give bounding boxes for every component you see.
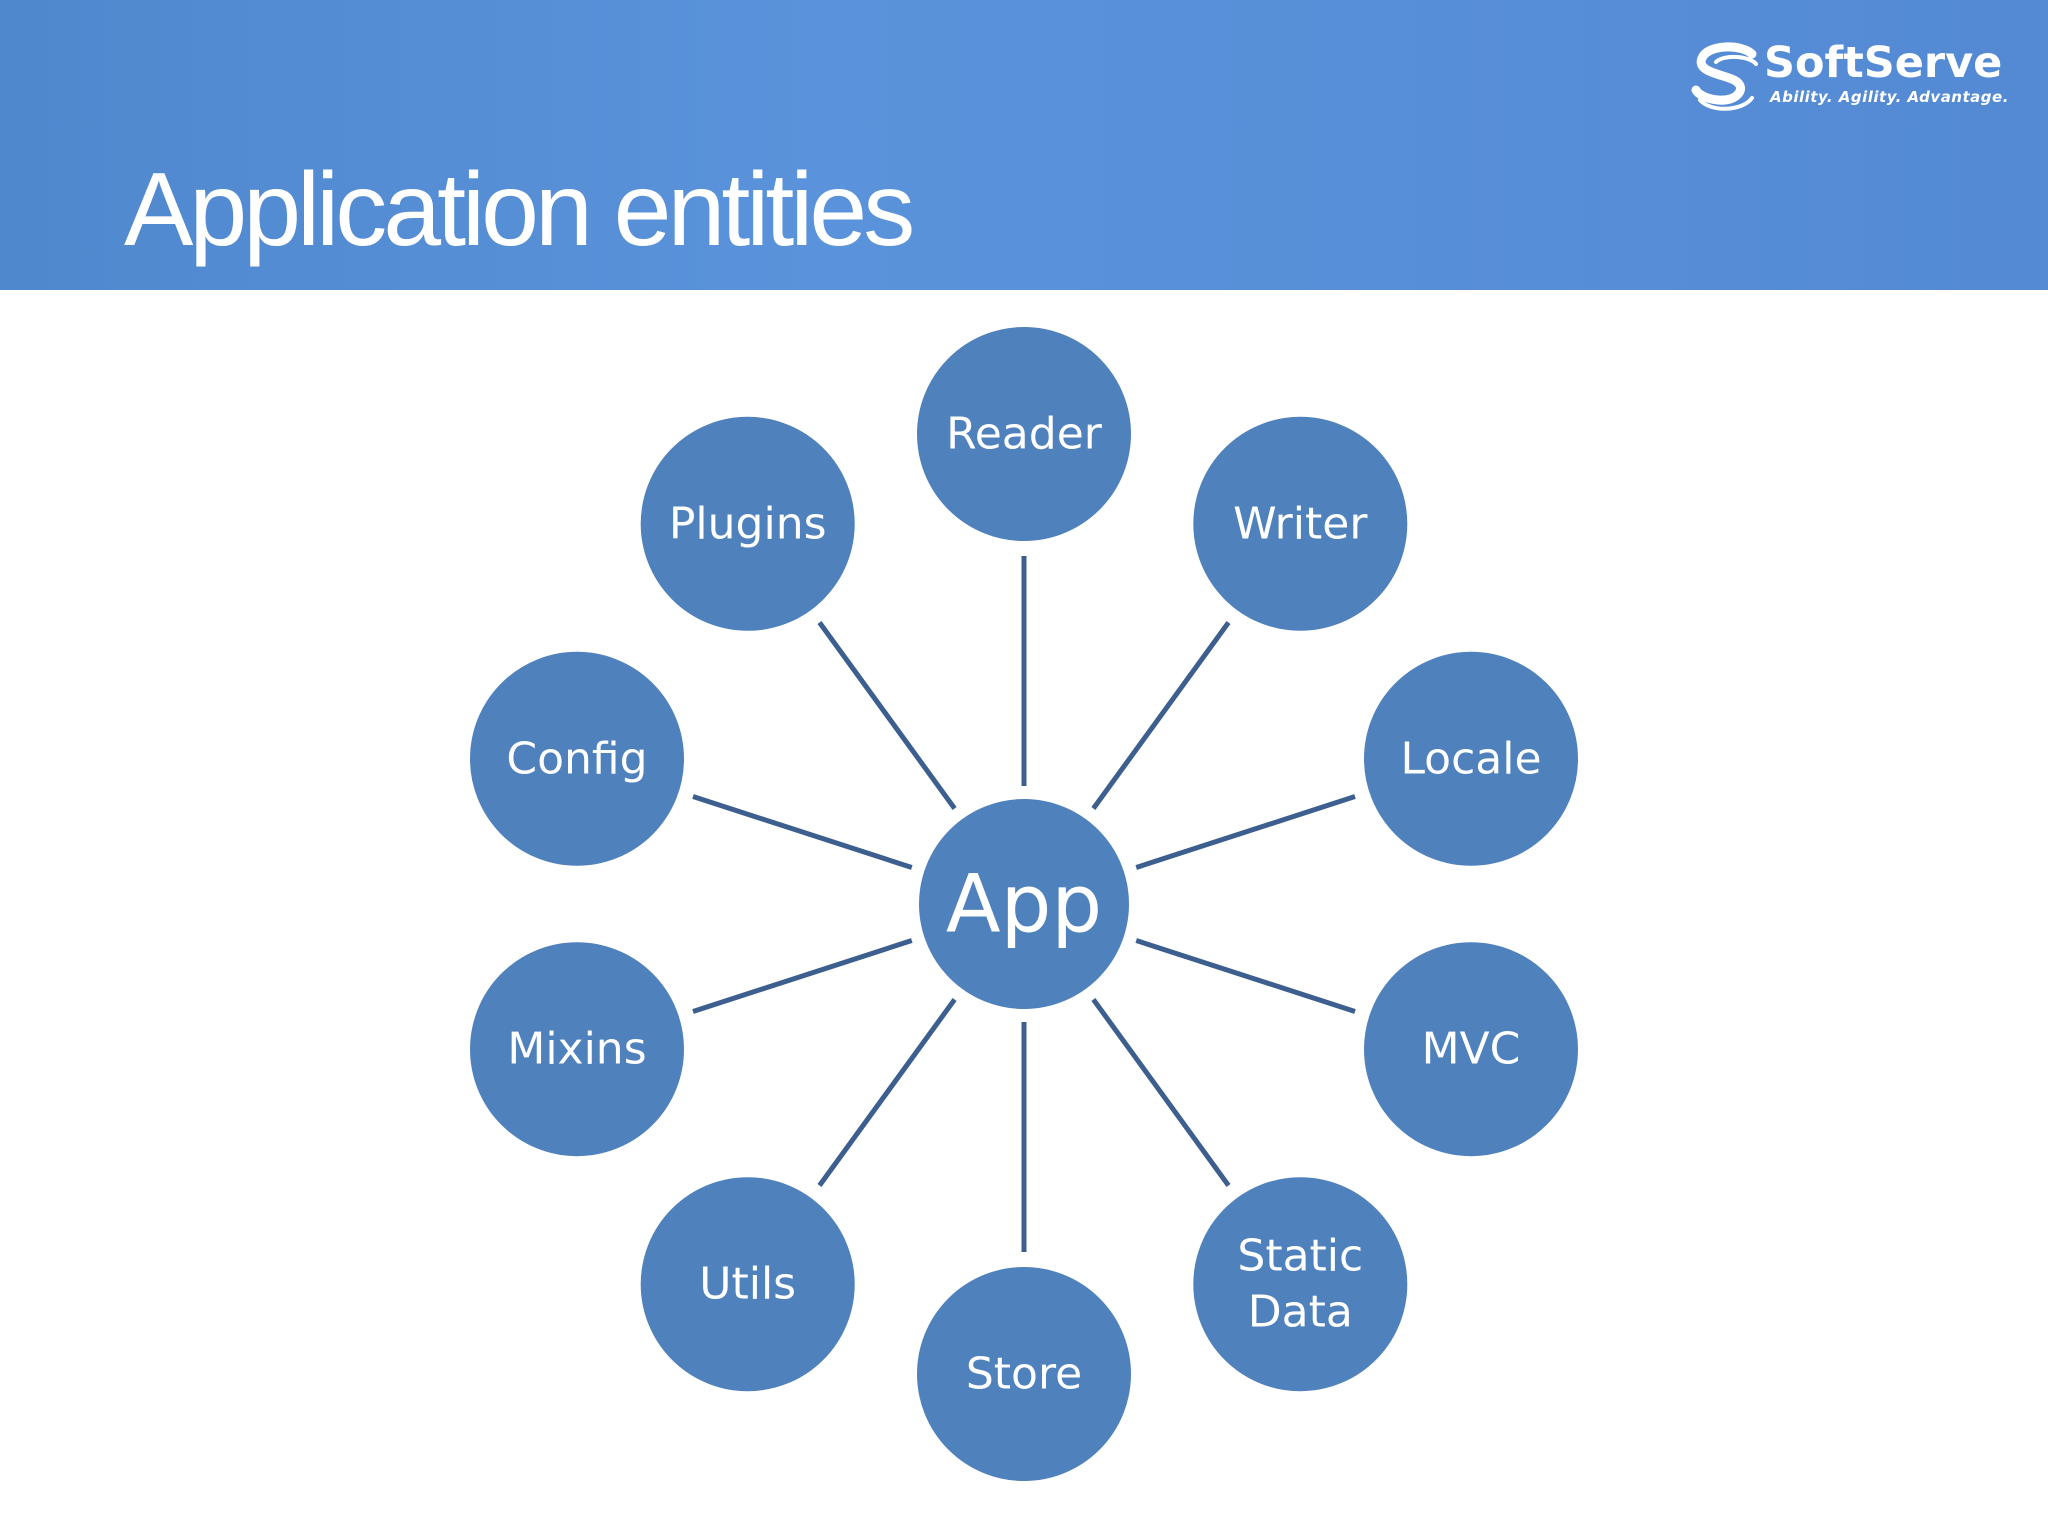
logo-wordmark: SoftServe — [1764, 38, 2003, 88]
node-locale: Locale — [1358, 645, 1584, 872]
node-writer: Writer — [1187, 410, 1414, 637]
connector-plugins — [817, 621, 957, 810]
node-circle-store — [911, 1261, 1137, 1487]
node-label-static-data: Data — [1248, 1287, 1353, 1338]
hub-label: App — [946, 858, 1102, 951]
node-store: Store — [911, 1261, 1137, 1487]
header-banner: Application entities SoftServe Ability. … — [0, 0, 2048, 290]
connector-mvc — [1135, 938, 1356, 1014]
node-label-mixins: Mixins — [507, 1024, 646, 1075]
node-label-utils: Utils — [699, 1259, 796, 1310]
hub-circle — [913, 793, 1135, 1015]
node-hub-app: App — [913, 793, 1135, 1015]
node-label-reader: Reader — [946, 409, 1103, 460]
node-utils: Utils — [634, 1171, 861, 1398]
node-plugins: Plugins — [634, 410, 861, 637]
connector-writer — [1091, 621, 1231, 810]
node-reader: Reader — [911, 321, 1137, 547]
node-circle-plugins — [634, 410, 861, 637]
node-mixins: Mixins — [464, 936, 690, 1163]
node-label-writer: Writer — [1233, 498, 1368, 549]
logo-tagline: Ability. Agility. Advantage. — [1770, 88, 2009, 106]
node-mvc: MVC — [1358, 936, 1584, 1163]
node-circle-mixins — [464, 936, 690, 1163]
node-circle-utils — [634, 1171, 861, 1398]
node-label-plugins: Plugins — [669, 498, 827, 549]
softserve-logo: SoftServe Ability. Agility. Advantage. — [1690, 38, 2008, 118]
node-circle-writer — [1187, 410, 1414, 637]
connector-utils — [817, 998, 957, 1187]
node-label-config: Config — [506, 733, 647, 784]
node-label-static-data: Static — [1237, 1231, 1363, 1282]
connector-mixins — [692, 938, 913, 1014]
node-circle-static-data — [1187, 1171, 1414, 1398]
node-label-store: Store — [966, 1349, 1082, 1400]
node-label-locale: Locale — [1400, 733, 1541, 784]
node-label-mvc: MVC — [1422, 1024, 1521, 1075]
connector-config — [692, 794, 913, 870]
node-circle-reader — [911, 321, 1137, 547]
node-circle-locale — [1358, 645, 1584, 872]
softserve-s-logo-icon — [1691, 42, 1758, 111]
connector-static-data — [1091, 998, 1231, 1187]
node-circle-mvc — [1358, 936, 1584, 1163]
node-circle-config — [464, 645, 690, 872]
connectors — [692, 556, 1356, 1252]
node-config: Config — [464, 645, 690, 872]
slide-title: Application entities — [124, 152, 915, 268]
connector-locale — [1135, 794, 1356, 870]
